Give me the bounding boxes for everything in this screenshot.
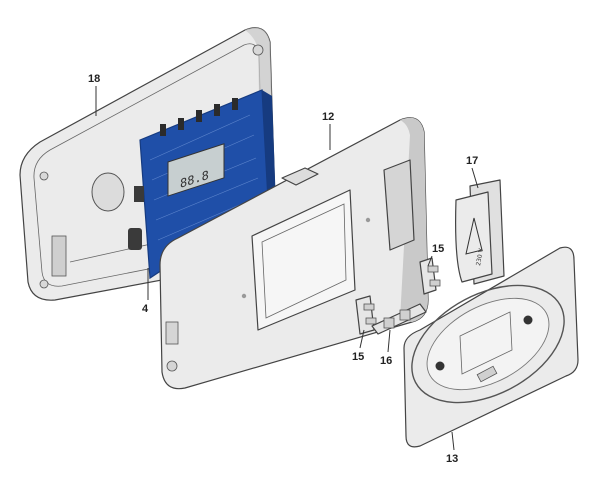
side-recess	[383, 159, 415, 251]
circuit-board-part-4: 88.8	[128, 89, 276, 280]
display-window-opening	[251, 189, 356, 331]
callout-18: 18	[88, 73, 100, 85]
pcb-connectors	[160, 98, 238, 136]
lcd-display	[167, 143, 225, 197]
mounting-hole-left	[435, 361, 445, 371]
warning-label: 230 V	[475, 247, 485, 266]
top-tab	[281, 167, 319, 186]
callout-15-lower: 15	[352, 351, 364, 363]
callout-labels: 18 4 12 17 15 15 16 13	[88, 73, 478, 465]
bracket-part-16	[371, 303, 427, 335]
pcb-knob	[128, 228, 142, 250]
clip-upper-part-15	[419, 257, 441, 295]
callout-leaders	[95, 86, 479, 451]
mounting-hole-right	[523, 315, 533, 325]
callout-12: 12	[322, 111, 334, 123]
plate-oval-ring	[411, 284, 565, 404]
callout-13: 13	[446, 453, 458, 465]
mounting-plate-part-13	[403, 246, 579, 448]
warning-triangle	[465, 217, 483, 255]
callout-17: 17	[466, 155, 478, 167]
callout-4: 4	[142, 303, 149, 315]
clip-lower-part-15	[355, 295, 377, 335]
warning-cover-part-17: 230 V	[455, 179, 505, 285]
side-connector	[165, 321, 179, 345]
callout-16: 16	[380, 355, 392, 367]
callout-15-upper: 15	[432, 243, 444, 255]
